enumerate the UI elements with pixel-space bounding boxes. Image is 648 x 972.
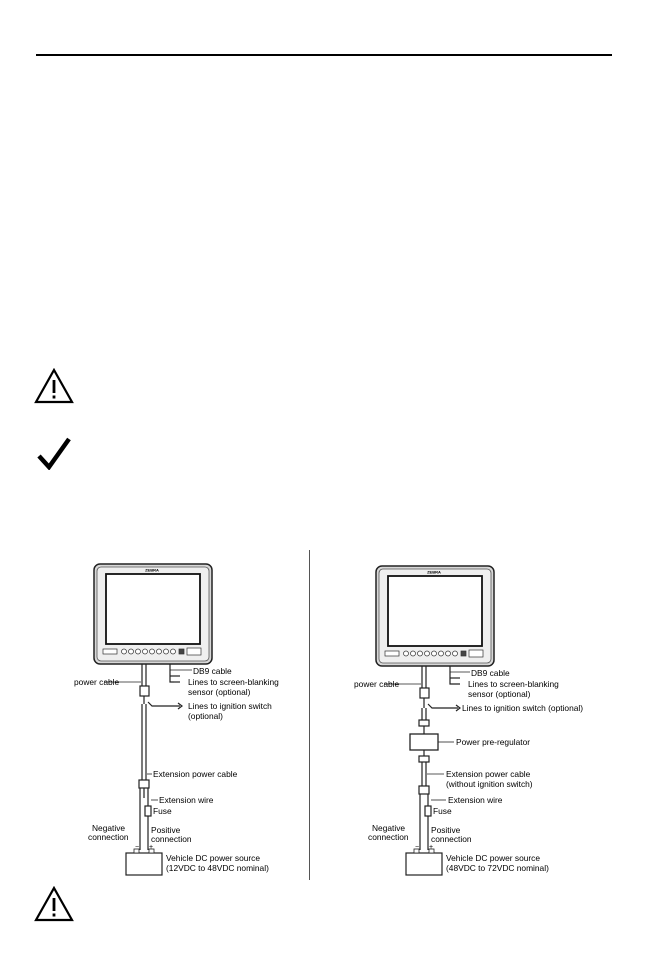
vehicle-battery <box>405 848 443 876</box>
label-screen-blanking: Lines to screen-blanking <box>188 677 279 687</box>
brand-logo-text: ZEBRA <box>145 568 159 573</box>
vehicle-computer-terminal: ZEBRA <box>375 565 495 667</box>
label-positive-connection: connection <box>431 834 472 844</box>
label-power-cable: power cable <box>74 677 120 687</box>
label-extension-power-cable: Extension power cable <box>446 769 531 779</box>
label-negative-connection: connection <box>88 832 129 842</box>
header-rule <box>36 54 612 56</box>
label-negative: Negative <box>372 823 405 833</box>
label-ignition-switch: Lines to ignition switch (optional) <box>462 703 583 713</box>
label-extension-power-cable: Extension power cable <box>153 769 238 779</box>
label-power-pre-regulator: Power pre-regulator <box>456 737 530 747</box>
label-ignition-optional: (optional) <box>188 711 223 721</box>
label-negative: Negative <box>92 823 125 833</box>
label-minus: − <box>415 844 419 851</box>
brand-logo-text: ZEBRA <box>427 570 441 575</box>
label-minus: − <box>135 844 139 851</box>
label-dc-power-source: Vehicle DC power source <box>446 853 540 863</box>
vehicle-computer-terminal: ZEBRA <box>93 563 213 665</box>
caution-icon <box>34 368 74 404</box>
diagram-divider <box>309 550 310 880</box>
label-db9-cable: DB9 cable <box>193 666 232 676</box>
label-db9-cable: DB9 cable <box>471 668 510 678</box>
label-voltage-range: (12VDC to 48VDC nominal) <box>166 863 269 873</box>
label-negative-connection: connection <box>368 832 409 842</box>
label-positive-connection: connection <box>151 834 192 844</box>
label-without-ignition-switch: (without ignition switch) <box>446 779 533 789</box>
label-ignition-switch: Lines to ignition switch <box>188 701 272 711</box>
label-extension-wire: Extension wire <box>159 795 214 805</box>
power-wiring-diagram-left: ZEBRA <box>74 563 279 876</box>
label-positive: Positive <box>431 825 461 835</box>
label-fuse: Fuse <box>433 806 452 816</box>
label-power-cable: power cable <box>354 679 400 689</box>
label-screen-blanking: Lines to screen-blanking <box>468 679 559 689</box>
label-plus: + <box>149 844 153 851</box>
label-plus: + <box>429 844 433 851</box>
vehicle-battery <box>125 848 163 876</box>
label-screen-blanking-optional: sensor (optional) <box>468 689 531 699</box>
label-dc-power-source: Vehicle DC power source <box>166 853 260 863</box>
power-wiring-diagram-right: ZEBRA <box>354 565 583 876</box>
label-extension-wire: Extension wire <box>448 795 503 805</box>
label-screen-blanking-optional: sensor (optional) <box>188 687 251 697</box>
label-voltage-range: (48VDC to 72VDC nominal) <box>446 863 549 873</box>
note-check-icon <box>37 437 71 470</box>
caution-icon <box>34 886 74 922</box>
label-positive: Positive <box>151 825 181 835</box>
label-fuse: Fuse <box>153 806 172 816</box>
